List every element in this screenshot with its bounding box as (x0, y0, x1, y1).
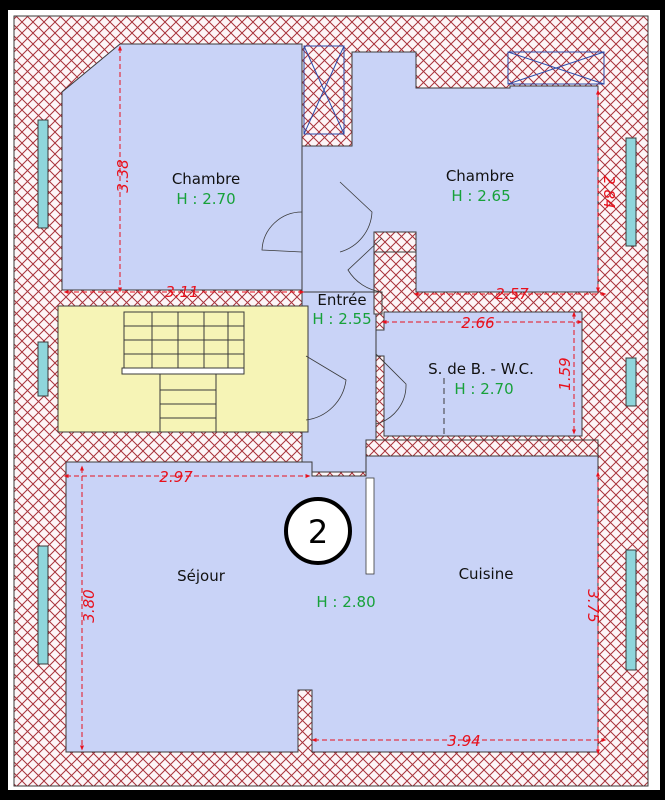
wall-chunk-bath (373, 231, 417, 253)
door-stairs (305, 355, 347, 421)
door-bath (375, 353, 407, 425)
window-stairs (37, 341, 49, 397)
dim-label-3-94: 3.94 (447, 732, 480, 750)
room-entree-area (301, 291, 377, 473)
cupboard-right-cross (507, 51, 605, 85)
room-name-entree: Entrée (317, 291, 366, 309)
level-badge (284, 497, 352, 565)
dim-label-3-38: 3.38 (114, 159, 132, 192)
level-badge-number: 2 (308, 513, 328, 551)
room-name-chambre-right: Chambre (446, 167, 514, 185)
room-chambre-left-area (61, 43, 303, 291)
staircase-steps (121, 311, 245, 433)
height-sejour-cuisine: H : 2.80 (316, 593, 375, 611)
room-name-cuisine: Cuisine (459, 565, 514, 583)
door-kitchen-panel (365, 477, 375, 575)
window-bath (625, 357, 637, 407)
window-sejour (37, 545, 49, 665)
dim-label-1-59: 1.59 (556, 357, 574, 390)
dim-label-2-66: 2.66 (461, 314, 494, 332)
room-name-chambre-left: Chambre (172, 170, 240, 188)
door-chambre-right (339, 181, 373, 253)
door-bath-alcove (347, 237, 383, 293)
room-salle-de-bain-area (375, 311, 583, 437)
dim-label-2-57: 2.57 (495, 285, 529, 303)
dim-label-2-97: 2.97 (159, 468, 193, 486)
dim-label-3-11: 3.11 (165, 283, 198, 301)
cupboard-right (507, 51, 605, 85)
room-name-sejour: Séjour (177, 567, 226, 585)
dim-label-3-80: 3.80 (80, 589, 98, 622)
height-entree: H : 2.55 (312, 310, 371, 328)
window-cuisine (625, 549, 637, 671)
height-salle-de-bain: H : 2.70 (454, 380, 513, 398)
dim-label-2-84: 2.84 (600, 175, 618, 208)
height-chambre-left: H : 2.70 (176, 190, 235, 208)
height-chambre-right: H : 2.65 (451, 187, 510, 205)
cupboard-left-cross (303, 45, 345, 135)
window-chambre-left (37, 119, 49, 229)
room-name-salle-de-bain: S. de B. - W.C. (428, 360, 534, 378)
cupboard-left (303, 45, 345, 135)
door-chambre-left (261, 211, 303, 253)
dim-label-3-75: 3.75 (584, 589, 602, 622)
wall-entry-post (373, 291, 383, 315)
window-chambre-right (625, 137, 637, 247)
wall-bath-kitchen (365, 439, 599, 457)
